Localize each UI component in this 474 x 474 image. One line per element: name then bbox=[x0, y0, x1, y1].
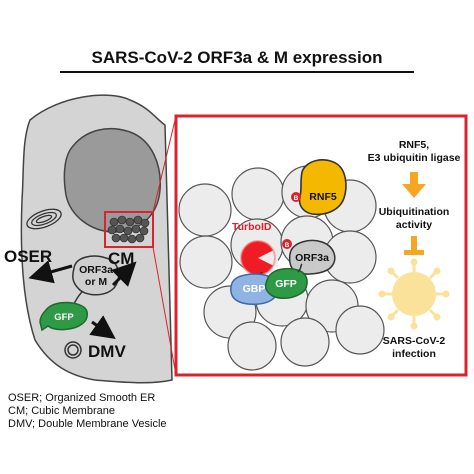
increase-arrow-icon bbox=[402, 172, 426, 198]
gbp-label: GBP bbox=[243, 283, 266, 295]
inhibition-icon bbox=[404, 236, 424, 255]
dmv-icon bbox=[64, 341, 82, 359]
orf3a-label: ORF3a bbox=[295, 252, 329, 264]
cm-membrane-icon bbox=[104, 211, 154, 248]
figure-title: SARS-CoV-2 ORF3a & M expression bbox=[91, 48, 383, 67]
gfp-orf3a-linker bbox=[297, 263, 303, 273]
biotin-dot-orf3a bbox=[282, 239, 292, 249]
turboid-label: TurboID bbox=[232, 221, 272, 233]
biotin-label-orf3a: B bbox=[285, 242, 290, 249]
legend-item-cm: CM; Cubic Membrane bbox=[8, 405, 115, 417]
rnf5-protein bbox=[298, 159, 347, 216]
arrow-to-cm bbox=[111, 261, 137, 287]
biotin-label-rnf5: B bbox=[294, 195, 299, 202]
orf3a-or-m-protein bbox=[72, 255, 120, 296]
dmv-label: DMV bbox=[88, 342, 126, 361]
protein-label-line1: ORF3a bbox=[79, 264, 113, 276]
gfp-tag bbox=[39, 301, 88, 332]
zoom-line-top bbox=[152, 115, 177, 213]
inset-gfp-label: GFP bbox=[275, 278, 297, 290]
rnf5-label: RNF5 bbox=[309, 191, 337, 203]
gfp-label: GFP bbox=[54, 312, 74, 323]
biotin-dot-rnf5 bbox=[291, 192, 301, 202]
inset-gfp-tag bbox=[264, 267, 308, 299]
legend-item-oser: OSER; Organized Smooth ER bbox=[8, 392, 156, 404]
arrow-to-oser bbox=[28, 260, 73, 284]
abbreviation-legend: OSER; Organized Smooth ER CM; Cubic Memb… bbox=[8, 392, 167, 431]
arrow-to-dmv bbox=[89, 315, 116, 339]
legend-item-dmv: DMV; Double Membrane Vesicle bbox=[8, 418, 167, 430]
cm-label: CM bbox=[108, 249, 134, 268]
virus-particle-icon bbox=[378, 258, 450, 330]
nucleus bbox=[63, 127, 161, 233]
zoom-line-bottom bbox=[152, 246, 177, 376]
virus-label-line1: SARS-CoV-2 bbox=[383, 335, 446, 347]
activity-label-line1: Ubiquitination bbox=[379, 206, 450, 218]
enzyme-label-line2: E3 ubiquitin ligase bbox=[368, 152, 461, 164]
virus-label-line2: infection bbox=[392, 348, 436, 360]
protein-label-line2: or M bbox=[85, 276, 107, 288]
enzyme-label-line1: RNF5, bbox=[399, 139, 429, 151]
oser-membrane-icon bbox=[26, 208, 62, 230]
activity-label-line2: activity bbox=[396, 219, 432, 231]
oser-label: OSER bbox=[4, 247, 52, 266]
